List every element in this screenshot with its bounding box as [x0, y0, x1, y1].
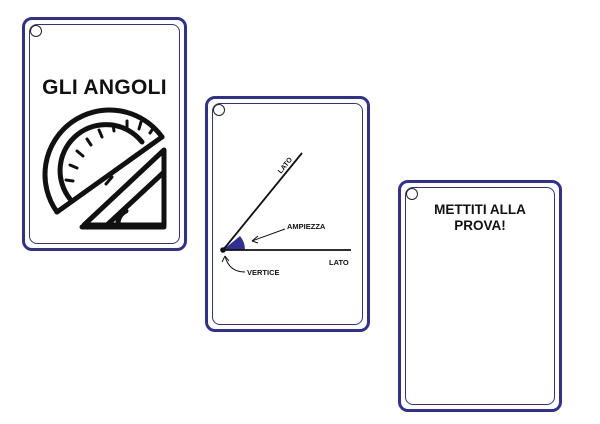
vertex-arrow: [224, 255, 246, 273]
card-title: METTITI ALLA PROVA!: [434, 202, 526, 233]
card-inner-border: [212, 103, 363, 325]
label-side-bottom: LATO: [329, 258, 349, 267]
card-punch-hole: [30, 25, 42, 37]
protractor-set-square-icon: [42, 107, 167, 230]
upper-side-line: [222, 152, 303, 251]
vertex-dot: [220, 247, 226, 253]
card-inner-border: [405, 187, 555, 405]
card-gli-angoli[interactable]: GLI ANGOLI: [22, 17, 187, 251]
card-punch-hole: [213, 104, 225, 116]
card-punch-hole: [406, 188, 418, 200]
amplitude-arrow: [251, 228, 286, 242]
label-vertex: VERTICE: [247, 268, 280, 277]
angle-diagram: LATO AMPIEZZA LATO VERTICE: [220, 152, 351, 277]
card-title: GLI ANGOLI: [42, 76, 167, 99]
card-mettiti-alla-prova[interactable]: METTITI ALLA PROVA!: [398, 180, 562, 412]
card-angle-diagram[interactable]: LATO AMPIEZZA LATO VERTICE: [205, 96, 370, 332]
label-amplitude: AMPIEZZA: [287, 222, 326, 231]
card-inner-border: [29, 24, 180, 244]
angle-amplitude-wedge: [223, 236, 246, 250]
